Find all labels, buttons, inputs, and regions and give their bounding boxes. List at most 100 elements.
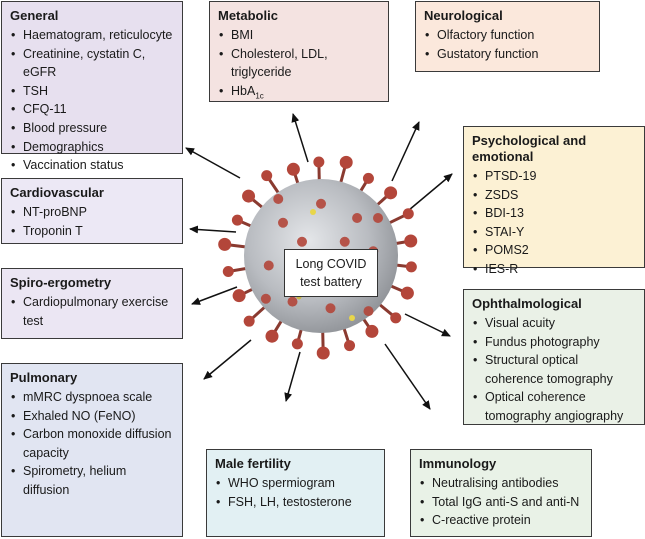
virus-surface-spike <box>263 260 274 271</box>
virus-spike-head <box>365 324 379 338</box>
arrow-to-neurological <box>391 121 420 182</box>
arrow-to-general <box>185 147 241 179</box>
list-item: BMI <box>218 26 380 45</box>
cardiovascular-box: Cardiovascular NT-proBNP Troponin T <box>1 178 183 244</box>
ophthalmological-box: Ophthalmological Visual acuity Fundus ph… <box>463 289 645 425</box>
virus-spike-head <box>400 286 414 300</box>
virus-spike-head <box>265 329 279 343</box>
virus-surface-spike <box>339 236 350 247</box>
list-item: ZSDS <box>472 186 636 205</box>
general-box: General Haematogram, reticulocyte Creati… <box>1 1 183 174</box>
virus-surface-spike <box>297 236 307 247</box>
virus-spike-head <box>261 170 273 182</box>
pulmonary-title: Pulmonary <box>10 370 78 385</box>
virus-spike-head <box>243 315 255 327</box>
list-item: WHO spermiogram <box>215 474 376 493</box>
list-item: Total IgG anti-S and anti-N <box>419 493 583 512</box>
cardiovascular-title: Cardiovascular <box>10 185 104 200</box>
arrow-to-ophthalmological <box>404 313 451 337</box>
list-item: Structural optical coherence tomography <box>472 351 636 388</box>
virus-spike-head <box>222 265 234 277</box>
virus-surface-spike <box>278 217 288 228</box>
spiro-title: Spiro-ergometry <box>10 275 112 290</box>
virus-spike-head <box>362 172 374 184</box>
arrow-to-cardiovascular <box>189 225 237 234</box>
neurological-box: Neurological Olfactory function Gustator… <box>415 1 600 72</box>
list-item: BDI-13 <box>472 204 636 223</box>
list-item: IES-R <box>472 260 636 279</box>
virus-spike-head <box>286 162 300 176</box>
list-item: Demographics <box>10 138 174 157</box>
neurological-title: Neurological <box>424 8 503 23</box>
virus-spike-head <box>402 208 414 220</box>
virus-spike-head <box>384 186 398 200</box>
list-item: Neutralising antibodies <box>419 474 583 493</box>
virus-surface-spike <box>325 303 336 314</box>
list-item: TSH <box>10 82 174 101</box>
immunology-box: Immunology Neutralising antibodies Total… <box>410 449 592 537</box>
hba-subscript: 1c <box>255 91 264 101</box>
list-item: Cholesterol, LDL, triglyceride <box>218 45 380 82</box>
virus-surface-spike <box>316 198 326 209</box>
list-item: Troponin T <box>10 222 174 241</box>
list-item: Gustatory function <box>424 45 591 64</box>
list-item: Creatinine, cystatin C, eGFR <box>10 45 174 82</box>
virus-spike-head <box>291 338 303 350</box>
list-item: FSH, LH, testosterone <box>215 493 376 512</box>
virus-surface-spike <box>260 293 271 304</box>
list-item: Exhaled NO (FeNO) <box>10 407 174 426</box>
list-item: Spirometry, helium diffusion <box>10 462 174 499</box>
arrow-to-male-fertility <box>284 351 301 402</box>
general-title: General <box>10 8 59 23</box>
virus-spike-head <box>242 189 256 203</box>
list-item: Cardiopulmonary exercise test <box>10 293 174 330</box>
immunology-title: Immunology <box>419 456 497 471</box>
virus-surface-spike <box>352 213 363 223</box>
virus-surface-spike <box>273 194 284 204</box>
virus-spike-head <box>231 214 243 226</box>
list-item: Olfactory function <box>424 26 591 45</box>
list-item: Blood pressure <box>10 119 174 138</box>
virus-spike-head <box>218 237 232 251</box>
virus-spike-head <box>339 155 353 169</box>
list-item: CFQ-11 <box>10 100 174 119</box>
center-line-1: Long COVID <box>295 257 367 271</box>
hba-text: HbA <box>231 83 256 98</box>
list-item: mMRC dyspnoea scale <box>10 388 174 407</box>
arrow-to-pulmonary <box>203 339 252 380</box>
list-item: NT-proBNP <box>10 203 174 222</box>
virus-spike-head <box>316 346 330 360</box>
male-fertility-title: Male fertility <box>215 456 291 471</box>
virus-spike-head <box>390 312 402 324</box>
list-item: Visual acuity <box>472 314 636 333</box>
pulmonary-box: Pulmonary mMRC dyspnoea scale Exhaled NO… <box>1 363 183 537</box>
list-item: STAI-Y <box>472 223 636 242</box>
list-item: Vaccination status <box>10 156 174 175</box>
center-line-2: test battery <box>300 275 362 289</box>
arrow-to-spiro <box>191 286 238 305</box>
long-covid-label: Long COVID test battery <box>284 249 378 297</box>
list-item: Optical coherence tomography angiography <box>472 388 636 425</box>
list-item: C-reactive protein <box>419 511 583 530</box>
ophthalmological-title: Ophthalmological <box>472 296 582 311</box>
list-item: Carbon monoxide diffusion capacity <box>10 425 174 462</box>
virus-spike-head <box>232 289 246 303</box>
virus-spike-head <box>313 156 325 168</box>
virus-surface-spike <box>287 296 298 307</box>
male-fertility-box: Male fertility WHO spermiogram FSH, LH, … <box>206 449 385 537</box>
virus-spike-head <box>344 340 356 352</box>
virus-surface-spike <box>363 306 374 317</box>
virus-spike-head <box>404 234 418 248</box>
spiro-ergometry-box: Spiro-ergometry Cardiopulmonary exercise… <box>1 268 183 339</box>
list-item-hba1c: HbA1c <box>218 82 380 101</box>
metabolic-box: Metabolic BMI Cholesterol, LDL, triglyce… <box>209 1 389 102</box>
virus-spike-head <box>405 261 417 273</box>
arrow-to-psychological <box>408 173 453 211</box>
list-item: POMS2 <box>472 241 636 260</box>
list-item: Fundus photography <box>472 333 636 352</box>
arrow-to-immunology <box>384 343 431 410</box>
metabolic-title: Metabolic <box>218 8 278 23</box>
list-item: Haematogram, reticulocyte <box>10 26 174 45</box>
psychological-box: Psychological and emotional PTSD-19 ZSDS… <box>463 126 645 278</box>
